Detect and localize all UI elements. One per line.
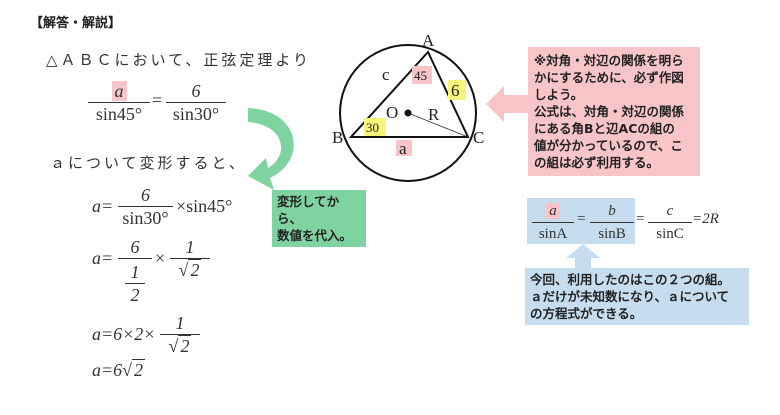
den: sin45° [95,104,143,124]
note-line: にある角Bと辺ACの組の [534,121,675,136]
den: sinC [656,226,684,242]
pink-note: ※対角・対辺の関係を明らかにするために、必ず作図しよう。公式は、対角・対辺の関係… [528,47,700,176]
note-line: 今回、利用したのはこの２つの組。 [530,272,731,287]
equals: = [152,90,163,110]
note-line: しよう。 [534,87,584,102]
up-arrow-icon [566,244,600,270]
den: sin30° [122,208,169,228]
num: a [546,203,560,219]
vertex-c: C [473,128,484,147]
side-c: c [382,65,390,84]
den: sinB [598,226,626,242]
intro-text: △ＡＢＣにおいて、正弦定理より [46,51,312,69]
vertex-a: A [422,31,435,50]
equation-4: a=6√2 [92,359,146,380]
left-arrow-icon [486,86,530,122]
num: 1 [175,313,185,333]
num: 6 [141,185,150,205]
note-line: の方程式ができる。 [530,306,643,321]
den: 2 [178,335,192,356]
equals-2r: =2R [692,211,719,227]
center-o: O [386,103,398,122]
times: × [155,248,166,268]
side-a: a [399,139,407,158]
note-line: 数値を代入。 [277,228,353,243]
blue-note: 今回、利用したのはこの２つの組。 ａだけが未知数になり、ａについての方程式ができる… [525,268,749,325]
note-line: ※対角・対辺の関係を明ら [534,53,684,68]
num: 6 [191,81,201,101]
triangle-circle-diagram: A B C O R c a 6 45 30 [332,31,484,182]
lhs: a= [92,196,114,216]
side-ac: 6 [451,81,460,100]
equals: = [577,211,586,227]
lhs: a= [92,248,114,268]
num: 6 [130,237,140,257]
note-line: 値が分かっているので、こ [534,138,683,153]
num: c [666,203,674,219]
note-line: の組は必ず利用する。 [534,155,660,170]
radius-r: R [428,105,440,124]
den: 2 [130,285,140,305]
note-line: 公式は、対角・対辺の関係 [534,104,685,119]
den: 2 [188,259,202,280]
num: 1 [185,237,195,257]
note-line: かにするために、必ず作図 [534,70,684,85]
note-line: ａだけが未知数になり、ａについて [530,289,730,304]
unknown-a: a [111,81,127,101]
angle-b: 30 [366,120,379,135]
rest: ×sin45° [176,196,233,216]
transform-text: ａについて変形すると、 [50,154,247,172]
root: 2 [132,359,146,380]
num: b [608,203,616,219]
section-title: 【解答・解説】 [30,16,122,31]
angle-a: 45 [414,68,427,83]
den: sinA [538,226,568,242]
den: sin30° [172,104,220,124]
highlighted-pair [527,198,635,244]
vertex-b: B [332,128,343,147]
num: 1 [130,262,140,282]
lhs: a=6×2× [92,324,156,344]
note-line: 変形してから、 [277,194,340,226]
equals: = [636,211,645,227]
green-note: 変形してから、数値を代入。 [272,190,366,247]
lhs: a=6 [92,360,123,380]
curved-arrow-icon [248,108,294,190]
